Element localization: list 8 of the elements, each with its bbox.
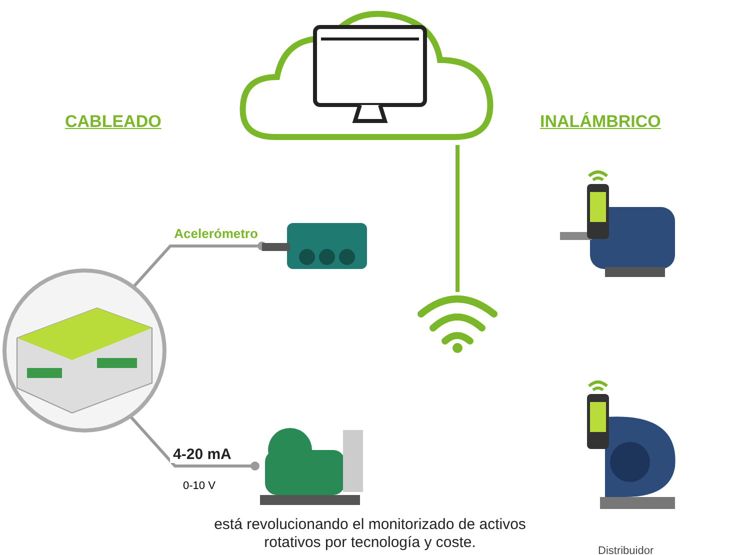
section-heading: INALÁMBRICO	[540, 112, 661, 132]
leader-line	[132, 242, 266, 288]
connector-line	[456, 145, 460, 292]
signal-label: 0-10 V	[183, 480, 216, 492]
leader-line	[129, 416, 260, 470]
footer-text: Distribuidor	[598, 545, 654, 555]
section-heading: CABLEADO	[65, 112, 162, 132]
controller-device-drawing	[2, 268, 167, 433]
